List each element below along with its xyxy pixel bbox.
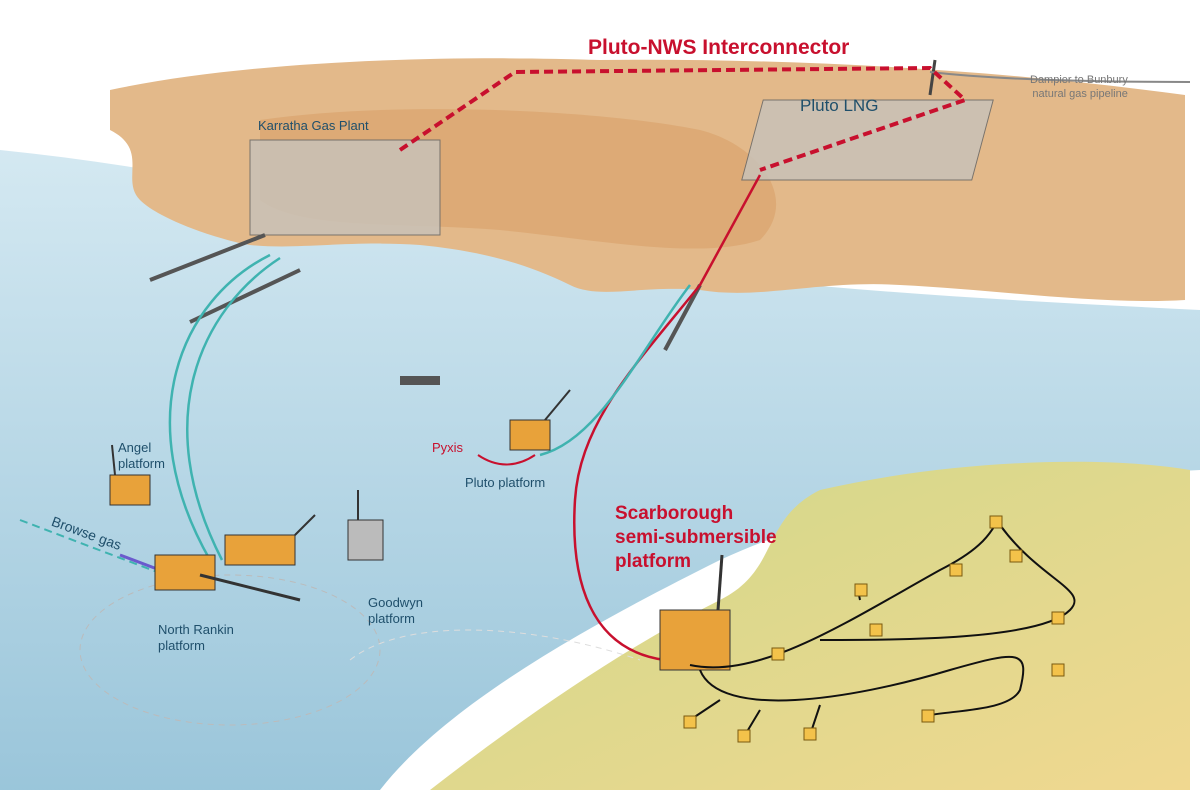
scarborough-label-line3: platform (615, 551, 691, 572)
pyxis-pipeline (477, 454, 536, 466)
pipeline-label-line2: natural gas pipeline (1032, 88, 1128, 100)
goodwyn-label: Goodwyn platform (368, 595, 423, 627)
pluto-platform-label: Pluto platform (465, 475, 546, 490)
goodwyn-label-line1: Goodwyn (368, 595, 423, 610)
angel-label: Angel platform (118, 440, 165, 472)
north-rankin-trunkline-2 (186, 256, 281, 561)
pluto-lng-plant (741, 99, 994, 181)
interconnector-line (398, 65, 969, 172)
scarborough-label-line1: Scarborough (615, 503, 734, 524)
goodwyn-label-line2: platform (368, 611, 415, 626)
karratha-plant (249, 139, 441, 236)
pipeline-label: Dampier to Bunbury natural gas pipeline (1030, 73, 1128, 101)
subsea-wells (683, 515, 1065, 743)
angel-label-line2: platform (118, 456, 165, 471)
pyxis-label: Pyxis (432, 440, 464, 455)
scarborough-platform (659, 554, 731, 671)
angel-label-line1: Angel (118, 440, 152, 455)
sea (0, 150, 1200, 790)
scarborough-label-line2: semi-submersible (615, 527, 777, 548)
interconnector-label: Pluto-NWS Interconnector (588, 36, 850, 59)
north-rankin-trunkline-1 (168, 253, 271, 561)
goodwyn-platform (347, 490, 384, 561)
angel-platform (109, 444, 151, 506)
karratha-label: Karratha Gas Plant (258, 118, 369, 133)
north-rankin-label: North Rankin platform (158, 622, 234, 654)
north-rankin-label-line2: platform (158, 638, 205, 653)
scarborough-pipeline (573, 174, 762, 662)
scarborough-label: Scarborough semi-submersible platform (615, 502, 777, 574)
pluto-trunkline (539, 284, 691, 457)
scarborough-seabed (430, 461, 1190, 790)
pluto-lng-label: Pluto LNG (800, 96, 879, 115)
dampier-bunbury-pipeline (929, 71, 1191, 83)
pipeline-label-line1: Dampier to Bunbury (1030, 74, 1128, 86)
north-rankin-platform (154, 514, 316, 602)
north-rankin-label-line1: North Rankin (158, 622, 234, 637)
pluto-platform (509, 389, 571, 451)
